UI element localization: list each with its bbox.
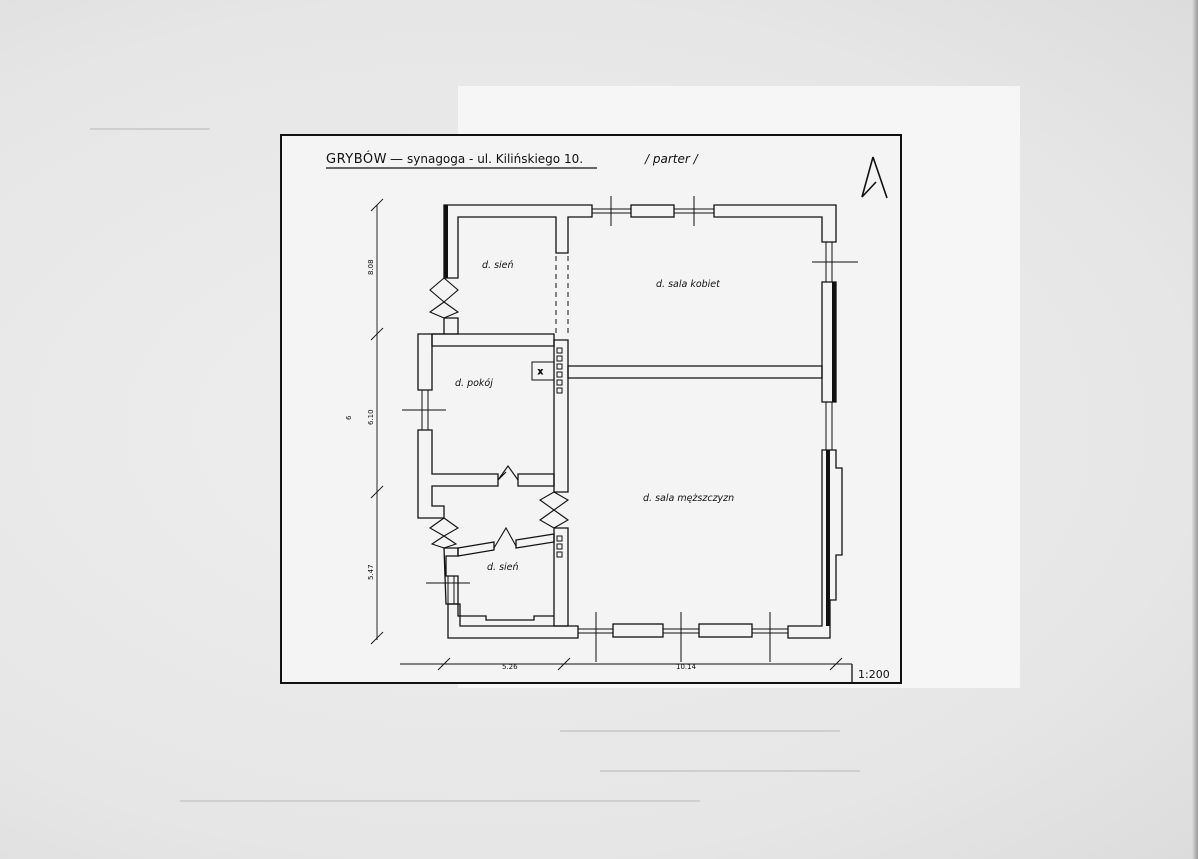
wall-vestibule-partition — [457, 541, 495, 557]
dim-left-bottom: 5.47 — [367, 564, 375, 580]
bleed-through-line — [600, 770, 860, 772]
page-edge-shadow — [1192, 0, 1198, 859]
svg-text:x: x — [538, 367, 543, 376]
doors — [428, 277, 570, 549]
wall-left-lower — [443, 547, 459, 605]
title-text: synagoga - ul. Kilińskiego 10. — [407, 152, 583, 166]
room-label-room: d. pokój — [455, 378, 493, 389]
room-label-women-hall: d. sala kobiet — [656, 279, 721, 290]
wall-hall-partition — [567, 365, 823, 379]
wall-vestibule-partition — [515, 533, 555, 549]
dim-bottom-right: 10.14 — [676, 663, 697, 671]
title-dash: — — [390, 152, 403, 167]
wall-bottom-right — [447, 603, 579, 639]
windows — [402, 196, 858, 662]
wall-partition-vertical — [553, 339, 569, 493]
bleed-through-line — [90, 128, 210, 130]
wall-top-right — [713, 204, 837, 243]
dimension-line-bottom — [400, 657, 852, 671]
wall-partition-vertical-lower — [553, 527, 569, 627]
wall-top-left — [443, 204, 593, 279]
window-pier — [612, 623, 664, 638]
door-lower-left — [428, 517, 460, 549]
wall-right-lower — [787, 449, 843, 639]
door-vestibule-inner — [493, 526, 517, 549]
dim-left-total: 6 — [345, 415, 353, 420]
drawing-frame — [280, 134, 902, 684]
wall-fills — [444, 205, 836, 626]
room-label-vestibule-bottom: d. sień — [487, 562, 519, 573]
floor-label: / parter / — [644, 152, 700, 166]
bleed-through-line — [180, 800, 700, 802]
bleed-through-line — [560, 730, 840, 732]
wall-left-mid — [417, 429, 499, 519]
wall-room-bottom — [517, 473, 555, 487]
north-arrow-icon — [861, 156, 888, 199]
stove: x — [531, 347, 563, 558]
wall-inner-step — [457, 604, 554, 621]
window-pier — [698, 623, 753, 638]
dim-left-mid: 6.10 — [367, 409, 375, 425]
wall-left-upper — [417, 317, 459, 391]
door-room-to-vestibule — [497, 465, 519, 481]
room-label-men-hall: d. sala męższczyzn — [643, 493, 734, 504]
door-to-mens-hall — [538, 491, 570, 529]
walls — [417, 204, 843, 639]
dimension-line-left — [370, 198, 384, 645]
wall-room-top — [431, 333, 555, 347]
dashed-opening — [555, 256, 569, 336]
scale-label: 1:200 — [858, 668, 890, 681]
room-label-vestibule-top: d. sień — [482, 260, 514, 271]
dim-bottom-left: 5.26 — [502, 663, 518, 671]
door-upper-left — [428, 277, 460, 319]
title-town: GRYBÓW — [326, 151, 387, 167]
dim-left-top: 8.08 — [367, 259, 375, 275]
window-pier — [630, 204, 675, 218]
